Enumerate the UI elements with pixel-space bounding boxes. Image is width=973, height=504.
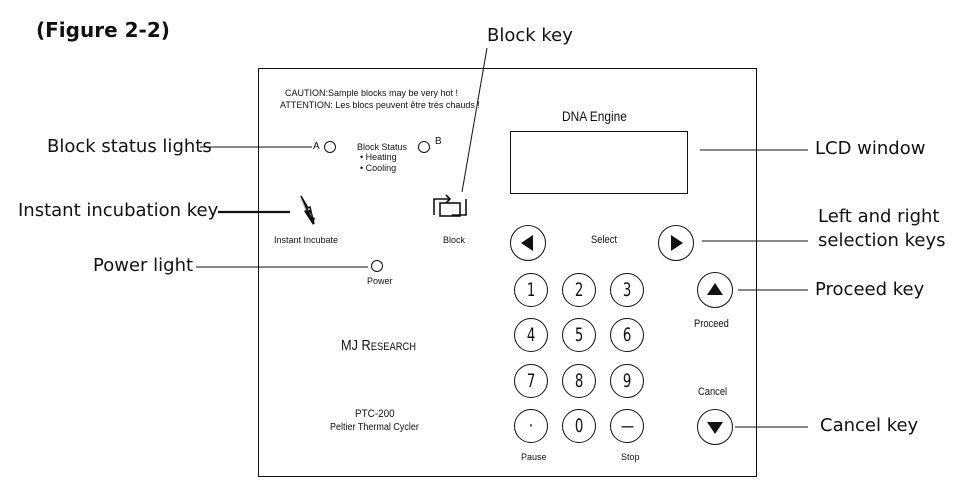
key-7[interactable]: 7: [514, 364, 548, 398]
key-6[interactable]: 6: [610, 318, 644, 352]
block-toggle-icon: [433, 194, 467, 217]
callout-instant-incubation-key: Instant incubation key: [18, 200, 219, 221]
status-a-label: A: [313, 141, 320, 152]
key-4[interactable]: 4: [514, 318, 548, 352]
instant-incubate-label: Instant Incubate: [274, 235, 339, 245]
instrument-panel: [258, 68, 757, 477]
model-label: PTC-200: [355, 408, 395, 420]
status-light-a: [324, 141, 336, 153]
lcd-window: [510, 131, 688, 194]
callout-cancel-key: Cancel key: [820, 415, 919, 436]
callout-proceed-key: Proceed key: [815, 279, 925, 300]
proceed-key[interactable]: [697, 272, 733, 308]
heating-label: • Heating: [360, 152, 397, 162]
power-light: [371, 260, 383, 272]
key-9[interactable]: 9: [610, 364, 644, 398]
cancel-key[interactable]: [697, 409, 733, 445]
callout-power-light: Power light: [93, 255, 194, 276]
model-desc-label: Peltier Thermal Cycler: [330, 422, 419, 433]
block-key[interactable]: [430, 193, 470, 219]
key-5[interactable]: 5: [562, 318, 596, 352]
callout-selection-keys-line1: Left and right: [818, 206, 940, 227]
key-0[interactable]: 0: [562, 409, 596, 443]
stop-label: Stop: [621, 452, 640, 462]
status-b-label: B: [435, 136, 442, 147]
right-selection-key[interactable]: [658, 225, 694, 261]
left-arrow-icon: [521, 235, 533, 251]
up-arrow-icon: [707, 283, 723, 295]
down-arrow-icon: [707, 422, 723, 434]
status-light-b: [418, 141, 430, 153]
caution-line2: ATTENTION: Les blocs peuvent être très c…: [280, 100, 480, 110]
instant-incubate-key[interactable]: [293, 194, 323, 228]
cancel-label: Cancel: [698, 386, 728, 398]
key-3[interactable]: 3: [610, 273, 644, 307]
left-selection-key[interactable]: [510, 225, 546, 261]
lcd-title: DNA Engine: [562, 108, 627, 124]
callout-lcd-window: LCD window: [815, 138, 926, 159]
key-1[interactable]: 1: [514, 273, 548, 307]
callout-block-key: Block key: [487, 25, 573, 46]
callout-selection-keys-line2: selection keys: [818, 230, 946, 251]
block-status-label: Block Status: [357, 142, 408, 152]
key-2[interactable]: 2: [562, 273, 596, 307]
pause-key[interactable]: ·: [514, 409, 548, 443]
select-label: Select: [591, 234, 617, 246]
proceed-label: Proceed: [694, 318, 729, 330]
power-label: Power: [367, 276, 393, 286]
cooling-label: • Cooling: [360, 163, 397, 173]
block-label: Block: [443, 235, 466, 245]
stop-key[interactable]: —: [610, 409, 644, 443]
pause-label: Pause: [521, 452, 547, 462]
figure-title: (Figure 2-2): [36, 18, 170, 42]
key-8[interactable]: 8: [562, 364, 596, 398]
callout-block-status-lights: Block status lights: [47, 136, 212, 157]
lightning-icon: [299, 195, 315, 225]
right-arrow-icon: [671, 235, 683, 251]
brand-label: MJ Research: [341, 337, 416, 354]
caution-line1: CAUTION:Sample blocks may be very hot !: [285, 88, 459, 98]
